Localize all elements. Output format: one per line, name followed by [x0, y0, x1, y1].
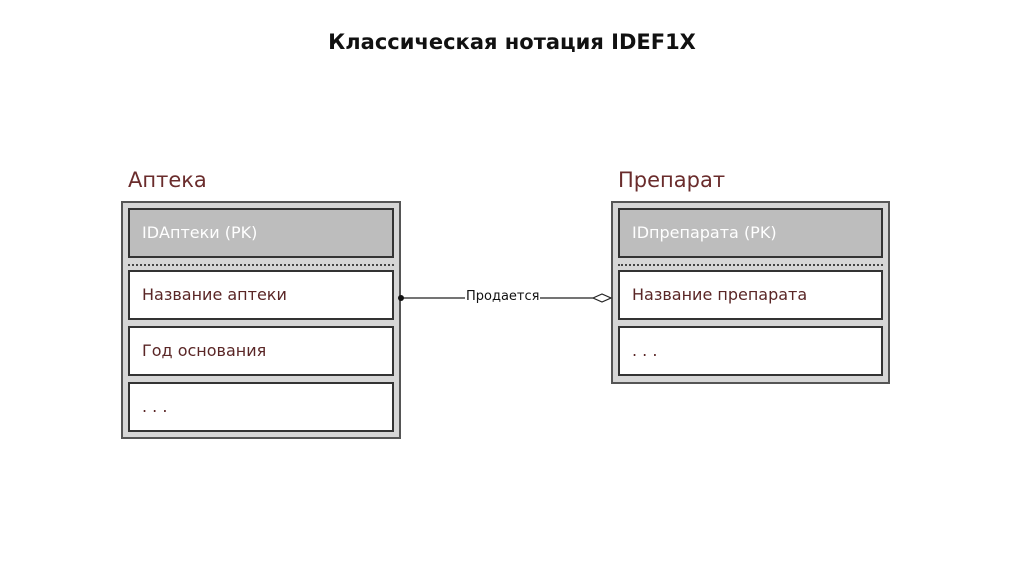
entity-apteka: IDАптеки (PK) Название аптеки Год основа…: [121, 201, 401, 439]
attribute-row: Название препарата: [618, 270, 883, 320]
attribute-row: . . .: [618, 326, 883, 376]
diamond-icon: [591, 293, 613, 303]
relationship-label: Продается: [465, 289, 541, 304]
attribute-row: Год основания: [128, 326, 394, 376]
pk-row: IDАптеки (PK): [128, 208, 394, 258]
attribute-row: Название аптеки: [128, 270, 394, 320]
entity-preparat: IDпрепарата (PK) Название препарата . . …: [611, 201, 890, 384]
key-separator: [128, 264, 394, 266]
parent-dot-icon: [398, 295, 404, 301]
attribute-row: . . .: [128, 382, 394, 432]
entity-name-preparat: Препарат: [618, 168, 726, 192]
pk-row: IDпрепарата (PK): [618, 208, 883, 258]
entity-name-apteka: Аптека: [128, 168, 207, 192]
key-separator: [618, 264, 883, 266]
diagram-title: Классическая нотация IDEF1X: [328, 30, 696, 54]
